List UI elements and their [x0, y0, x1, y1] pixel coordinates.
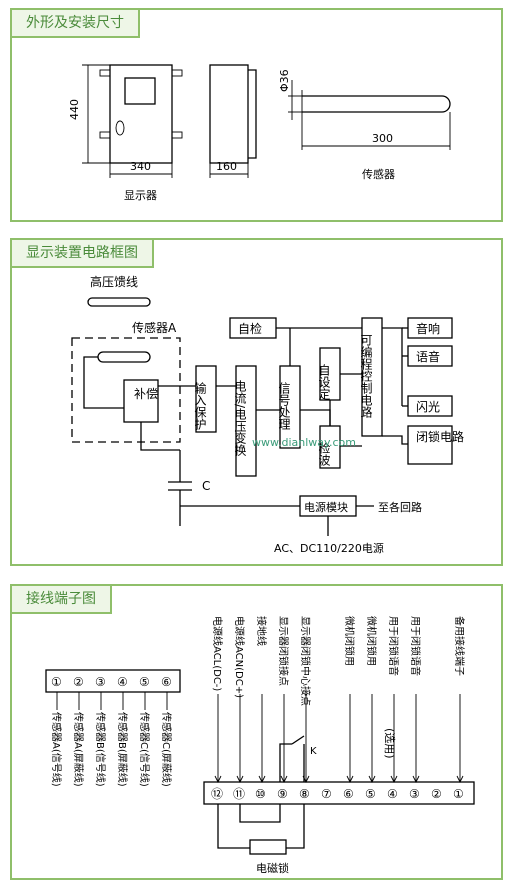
- left-terminal-4: ④: [117, 675, 128, 689]
- length-dimension: 300: [372, 132, 393, 145]
- power-module-label: 电源模块: [304, 500, 348, 514]
- left-terminal-label: 传感器B(信号线): [94, 712, 107, 787]
- right-terminal-label: 用于闭锁语音: [387, 616, 400, 676]
- left-terminal-3: ③: [95, 675, 106, 689]
- cv-convert-label: 电流/电压变换: [233, 380, 247, 456]
- right-terminal-label: 微机闭锁用: [365, 616, 378, 666]
- magnet-lock-label: 电磁锁: [256, 861, 289, 875]
- hv-line-label: 高压馈线: [90, 274, 138, 289]
- left-terminal-strip: [45, 669, 181, 693]
- self-test-label: 自检: [238, 321, 262, 336]
- cv-convert-box: [235, 365, 257, 477]
- left-terminal-label: 传感器A(屏蔽线): [72, 712, 85, 787]
- left-terminal-2: ②: [73, 675, 84, 689]
- voice-box: [407, 345, 453, 367]
- right-terminal-10: ⑩: [255, 787, 266, 801]
- right-terminal-label: 微机闭锁用: [343, 616, 356, 666]
- right-terminal-6: ⑥: [343, 787, 354, 801]
- watermark: www.dianlway.com: [252, 436, 356, 449]
- right-terminal-1: ①: [453, 787, 464, 801]
- sensor-drawing: [288, 80, 451, 150]
- right-terminal-9: ⑨: [277, 787, 288, 801]
- flash-box: [407, 395, 453, 417]
- relay-k-label: K: [310, 746, 317, 757]
- dimensions-drawing: 440 340 显示器 160 Φ36 300 传感器: [68, 64, 451, 202]
- right-terminal-5: ⑤: [365, 787, 376, 801]
- input-protect-label: 输入保护: [193, 381, 207, 430]
- voice-label: 语音: [416, 349, 440, 364]
- flash-label: 闪光: [416, 400, 440, 414]
- sensor-a-label: 传感器A: [132, 320, 177, 335]
- right-terminal-label: 用于闭锁语音: [409, 616, 422, 676]
- diameter-dimension: Φ36: [278, 69, 291, 92]
- terminal-diagram: ① 传感器A(信号线) ② 传感器A(屏蔽线) ③ 传感器B(信号线) ④ 传感器B(屏蔽线)…: [45, 616, 475, 875]
- terminal-title: 接线端子图: [12, 586, 112, 614]
- right-terminal-8: ⑧: [299, 787, 310, 801]
- power-supply-label: AC、DC110/220电源: [274, 541, 384, 555]
- left-terminal-label: 传感器A(信号线): [50, 712, 63, 787]
- to-loops-label: 至各回路: [378, 500, 422, 514]
- self-set-label: 自设定: [317, 364, 331, 401]
- input-protect-box: [195, 365, 217, 433]
- depth-dimension: 160: [216, 160, 237, 173]
- left-terminal-label: 传感器C(信号线): [138, 712, 151, 787]
- right-terminal-label: 电源线ACN(DC+): [233, 616, 246, 698]
- sensor-caption: 传感器: [362, 168, 395, 181]
- terminal-panel: 接线端子图 ① 传感器A(信号线) ② 传感器A(屏蔽线) ③ 传感器B(信号线) ④ 传感器…: [10, 584, 503, 880]
- sensor-enclosure: [71, 337, 181, 443]
- right-terminal-label: 备用接线端子: [453, 616, 466, 676]
- right-terminal-11: ⑪: [233, 787, 245, 801]
- lock-box: [407, 425, 453, 465]
- dimensions-panel: 外形及安装尺寸 440 340 显示器 160: [10, 8, 503, 222]
- hv-line-symbol: [87, 297, 151, 307]
- capacitor-label: C: [202, 479, 210, 493]
- display-side-view: [209, 64, 257, 164]
- left-terminal-5: ⑤: [139, 675, 150, 689]
- sound-box: [407, 317, 453, 339]
- right-terminal-7: ⑦: [321, 787, 332, 801]
- compensation-label: 补偿: [134, 386, 158, 401]
- optional-label: (选用): [383, 728, 396, 759]
- circuit-panel: 显示装置电路框图 高压馈线 传感器A 补偿 输入保护 电流/电压变换 信号处理 …: [10, 238, 503, 566]
- height-dimension: 440: [68, 99, 81, 120]
- right-terminal-label: 接地线: [255, 616, 268, 646]
- right-terminal-label: 显示器闭锁中心接点: [299, 616, 312, 706]
- dimensions-title: 外形及安装尺寸: [12, 10, 140, 38]
- circuit-title: 显示装置电路框图: [12, 240, 154, 268]
- lock-label: 闭锁电路: [416, 429, 464, 444]
- left-terminal-label: 传感器B(屏蔽线): [116, 712, 129, 787]
- left-terminal-6: ⑥: [161, 675, 172, 689]
- sound-label: 音响: [416, 321, 440, 336]
- right-terminal-3: ③: [409, 787, 420, 801]
- plc-box: [361, 317, 383, 437]
- right-terminal-label: 电源线ACL(DC-): [211, 616, 224, 691]
- left-terminal-1: ①: [51, 675, 62, 689]
- compensation-box: [123, 379, 159, 423]
- detect-label: 检波: [317, 441, 331, 467]
- circuit-diagram: 高压馈线 传感器A 补偿 输入保护 电流/电压变换 信号处理 自检 自设定: [71, 274, 464, 555]
- width-dimension: 340: [130, 160, 151, 173]
- right-terminal-12: ⑫: [211, 787, 223, 801]
- right-terminal-4: ④: [387, 787, 398, 801]
- display-caption: 显示器: [124, 189, 157, 202]
- plc-label: 可编程控制电路: [359, 334, 373, 419]
- right-terminal-strip: [203, 781, 475, 805]
- magnet-lock-symbol: [249, 839, 287, 855]
- right-terminal-label: 显示器闭锁接点: [277, 616, 290, 686]
- left-terminal-label: 传感器C(屏蔽线): [160, 712, 173, 787]
- right-terminal-2: ②: [431, 787, 442, 801]
- display-front-view: [99, 64, 183, 164]
- signal-proc-label: 信号处理: [277, 382, 291, 430]
